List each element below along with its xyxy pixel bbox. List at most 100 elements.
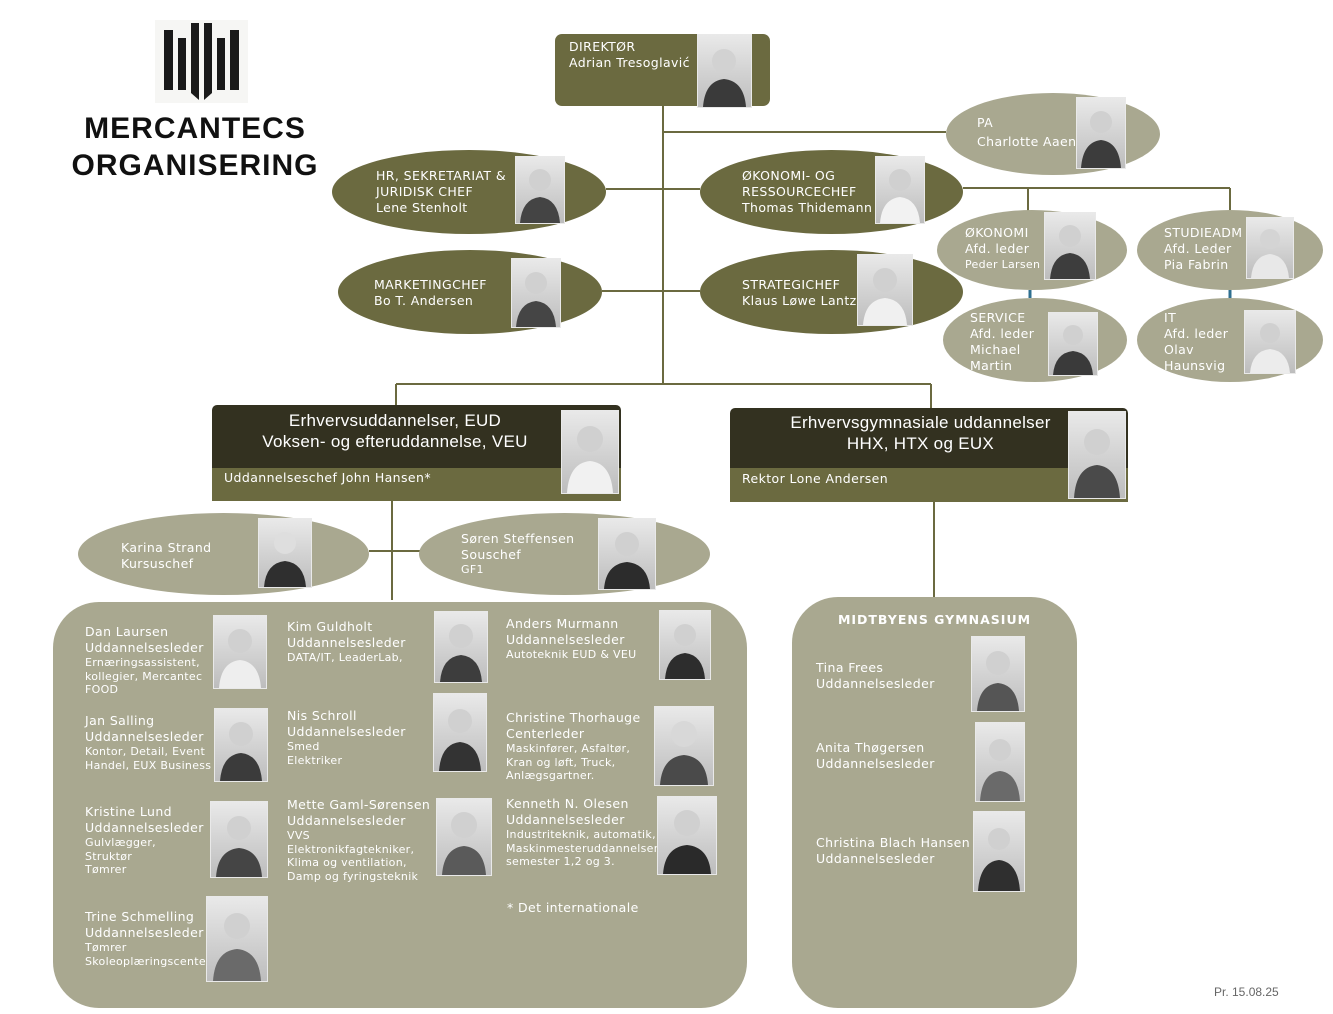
hhx-leader-photo (1068, 411, 1126, 499)
gym-leader-role: Uddannelsesleder (816, 676, 935, 691)
leader-photo (210, 801, 268, 878)
marketing-text: MARKETINGCHEF Bo T. Andersen (374, 277, 487, 308)
it-text: IT Afd. leder Olav Haunsvig (1164, 310, 1229, 373)
leader-name: Trine Schmelling (85, 909, 195, 924)
it-photo (1244, 310, 1296, 374)
gym-leader-role: Uddannelsesleder (816, 851, 935, 866)
soren-photo (598, 518, 656, 590)
karina-text: Karina Strand Kursuschef (121, 540, 212, 571)
hhx-header (730, 408, 1128, 468)
leader-detail: Gulvlægger, Struktør Tømrer (85, 836, 156, 876)
pa-photo (1076, 97, 1126, 169)
gym-leader-name: Tina Frees (816, 660, 884, 675)
hhx-leader: Rektor Lone Andersen (742, 471, 889, 486)
soren-role: Souschef (461, 547, 522, 562)
economy-photo (875, 156, 925, 224)
leader-photo (213, 615, 267, 689)
eud-leader-photo (561, 410, 619, 494)
gym-leader-photo (971, 636, 1025, 712)
leader-role: Uddannelsesleder (85, 640, 204, 655)
leader-role: Uddannelsesleder (287, 724, 406, 739)
leader-role: Uddannelsesleder (287, 813, 406, 828)
leader-photo (434, 611, 488, 683)
leader-photo (433, 693, 487, 772)
leader-name: Christine Thorhauge (506, 710, 641, 725)
eud-leader: Uddannelseschef John Hansen* (224, 470, 431, 485)
okonomi-line2: Afd. leder (965, 241, 1030, 256)
leader-name: Kenneth N. Olesen (506, 796, 629, 811)
eud-leaders-panel (53, 602, 747, 1008)
leader-name: Kim Guldholt (287, 619, 373, 634)
leader-detail: Tømrer Skoleoplæringscenter (85, 941, 211, 968)
leader-role: Uddannelsesleder (287, 635, 406, 650)
title-line-1: MERCANTECS (84, 112, 306, 145)
marketing-photo (511, 258, 561, 328)
leader-name: Nis Schroll (287, 708, 357, 723)
pa-title: PA (977, 115, 994, 130)
karina-ellipse (78, 513, 369, 595)
leader-role: Uddannelsesleder (85, 925, 204, 940)
leader-detail: Kontor, Detail, Event Handel, EUX Busine… (85, 745, 212, 772)
gym-leader-photo (975, 722, 1025, 802)
leader-photo (206, 896, 268, 982)
soren-ellipse (419, 513, 710, 595)
leader-name: Dan Laursen (85, 624, 169, 639)
okonomi-photo (1044, 212, 1096, 280)
leader-detail: VVS Elektronikfagtekniker, Klima og vent… (287, 829, 419, 883)
eud-header (212, 405, 621, 468)
leader-photo (436, 798, 492, 876)
leader-detail: Ernæringsassistent, kollegier, Mercantec… (85, 656, 203, 696)
leader-name: Jan Salling (85, 713, 155, 728)
service-photo (1048, 312, 1098, 376)
leader-photo (214, 708, 268, 782)
leader-role: Uddannelsesleder (85, 820, 204, 835)
studieadm-text: STUDIEADM Afd. Leder Pia Fabrin (1164, 225, 1243, 272)
mercantec-logo (155, 20, 248, 103)
eud-leader-bar (212, 468, 621, 501)
okonomi-line3: Peder Larsen (965, 258, 1041, 271)
leader-photo (657, 796, 717, 875)
leader-photo (654, 706, 714, 786)
leader-name: Anders Murmann (506, 616, 619, 631)
soren-sub: GF1 (461, 563, 484, 576)
okonomi-line1: ØKONOMI (965, 225, 1029, 240)
page-title: MERCANTECS ORGANISERING (50, 110, 340, 184)
gym-leader-role: Uddannelsesleder (816, 756, 935, 771)
strategy-photo (857, 254, 913, 326)
hr-text: HR, SEKRETARIAT & JURIDISK CHEF Lene Ste… (376, 168, 506, 215)
gym-leader-photo (973, 811, 1025, 892)
leader-role: Uddannelsesleder (506, 812, 625, 827)
gymnasium-title: MIDTBYENS GYMNASIUM (837, 612, 1032, 627)
leader-detail: DATA/IT, LeaderLab, (287, 651, 403, 664)
pa-name: Charlotte Aaen (977, 134, 1077, 149)
hr-photo (515, 156, 565, 224)
date-stamp: Pr. 15.08.25 (1214, 985, 1279, 999)
director-name: Adrian Tresoglavić (569, 55, 690, 70)
footnote: * Det internationale (507, 900, 639, 915)
director-title: DIREKTØR (569, 39, 636, 54)
economy-text: ØKONOMI- OG RESSOURCECHEF Thomas Thidema… (742, 168, 873, 215)
leader-role: Uddannelsesleder (85, 729, 204, 744)
gym-leader-name: Christina Blach Hansen (816, 835, 971, 850)
leader-role: Centerleder (506, 726, 585, 741)
eud-title: Erhvervsuddannelser, EUD Voksen- og efte… (262, 411, 528, 451)
director-photo (697, 34, 752, 108)
leader-detail: Maskinfører, Asfaltør, Kran og løft, Tru… (506, 742, 631, 782)
service-text: SERVICE Afd. leder Michael Martin (970, 310, 1035, 373)
hhx-title: Erhvervsgymnasiale uddannelser HHX, HTX … (790, 413, 1051, 453)
gym-leader-name: Anita Thøgersen (816, 740, 925, 755)
leader-role: Uddannelsesleder (506, 632, 625, 647)
leader-detail: Industriteknik, automatik, Maskinmesteru… (506, 828, 661, 868)
title-line-2: ORGANISERING (71, 149, 319, 182)
leader-photo (659, 610, 711, 680)
karina-photo (258, 518, 312, 588)
leader-detail: Smed Elektriker (287, 740, 343, 767)
soren-name: Søren Steffensen (461, 531, 575, 546)
leader-name: Mette Gaml-Sørensen (287, 797, 431, 812)
leader-detail: Autoteknik EUD & VEU (506, 648, 637, 661)
strategy-text: STRATEGICHEF Klaus Løwe Lantz (742, 277, 857, 308)
gymnasium-panel (792, 597, 1077, 1008)
leader-name: Kristine Lund (85, 804, 173, 819)
strategy-ellipse (700, 250, 963, 334)
